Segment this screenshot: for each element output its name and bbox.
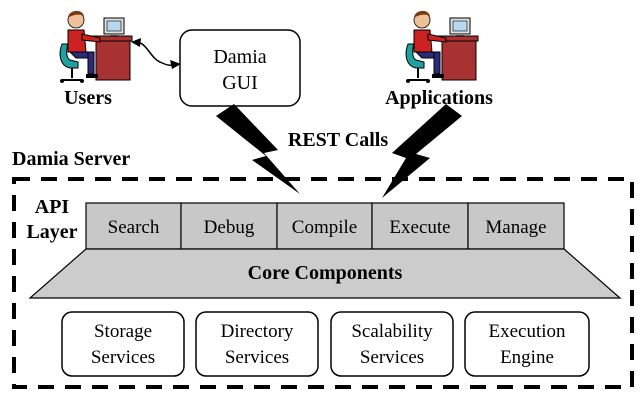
api-tab-compile-label: Compile xyxy=(292,217,357,238)
api-layer-label-line1: API xyxy=(35,196,70,218)
service-storage-line1: Storage xyxy=(94,321,152,342)
api-tab-execute[interactable]: Execute xyxy=(371,202,469,250)
core-components-label: Core Components xyxy=(248,262,403,284)
service-directory-line1: Directory xyxy=(221,321,294,342)
service-execution-engine: Execution Engine xyxy=(464,311,590,377)
person-at-computer-icon xyxy=(59,10,133,83)
service-execution-line2: Engine xyxy=(500,347,554,368)
service-scalability-line1: Scalability xyxy=(351,321,433,342)
api-tab-compile[interactable]: Compile xyxy=(276,202,373,250)
api-tab-debug[interactable]: Debug xyxy=(180,202,278,250)
service-storage: Storage Services xyxy=(61,311,185,377)
damia-gui-line1: Damia xyxy=(213,46,266,68)
api-tab-manage-label: Manage xyxy=(485,217,546,238)
service-execution-line1: Execution xyxy=(488,321,566,342)
core-components: Core Components xyxy=(28,248,622,299)
damia-gui-line2: GUI xyxy=(222,72,258,94)
damia-gui-box: Damia GUI xyxy=(179,29,301,107)
users-label: Users xyxy=(64,87,112,109)
api-tab-search[interactable]: Search xyxy=(85,202,182,250)
service-scalability-line2: Services xyxy=(360,347,424,368)
rest-call-bolt-left xyxy=(216,104,300,194)
rest-calls-label: REST Calls xyxy=(288,129,388,151)
service-storage-line2: Services xyxy=(91,347,155,368)
api-tab-search-label: Search xyxy=(108,217,160,238)
applications-label: Applications xyxy=(385,87,493,109)
server-boundary xyxy=(12,177,634,389)
service-scalability: Scalability Services xyxy=(330,311,454,377)
rest-call-bolt-right xyxy=(382,104,462,198)
api-layer-label-line2: Layer xyxy=(26,221,77,243)
damia-server-title: Damia Server xyxy=(12,148,130,170)
api-tab-execute-label: Execute xyxy=(389,217,450,238)
api-tab-manage[interactable]: Manage xyxy=(467,202,565,250)
api-tab-debug-label: Debug xyxy=(204,217,255,238)
person-at-computer-icon xyxy=(405,10,479,83)
service-directory: Directory Services xyxy=(195,311,319,377)
users-gui-connector xyxy=(131,38,181,69)
service-directory-line2: Services xyxy=(225,347,289,368)
api-tabs: Search Debug Compile Execute Manage xyxy=(85,202,565,250)
